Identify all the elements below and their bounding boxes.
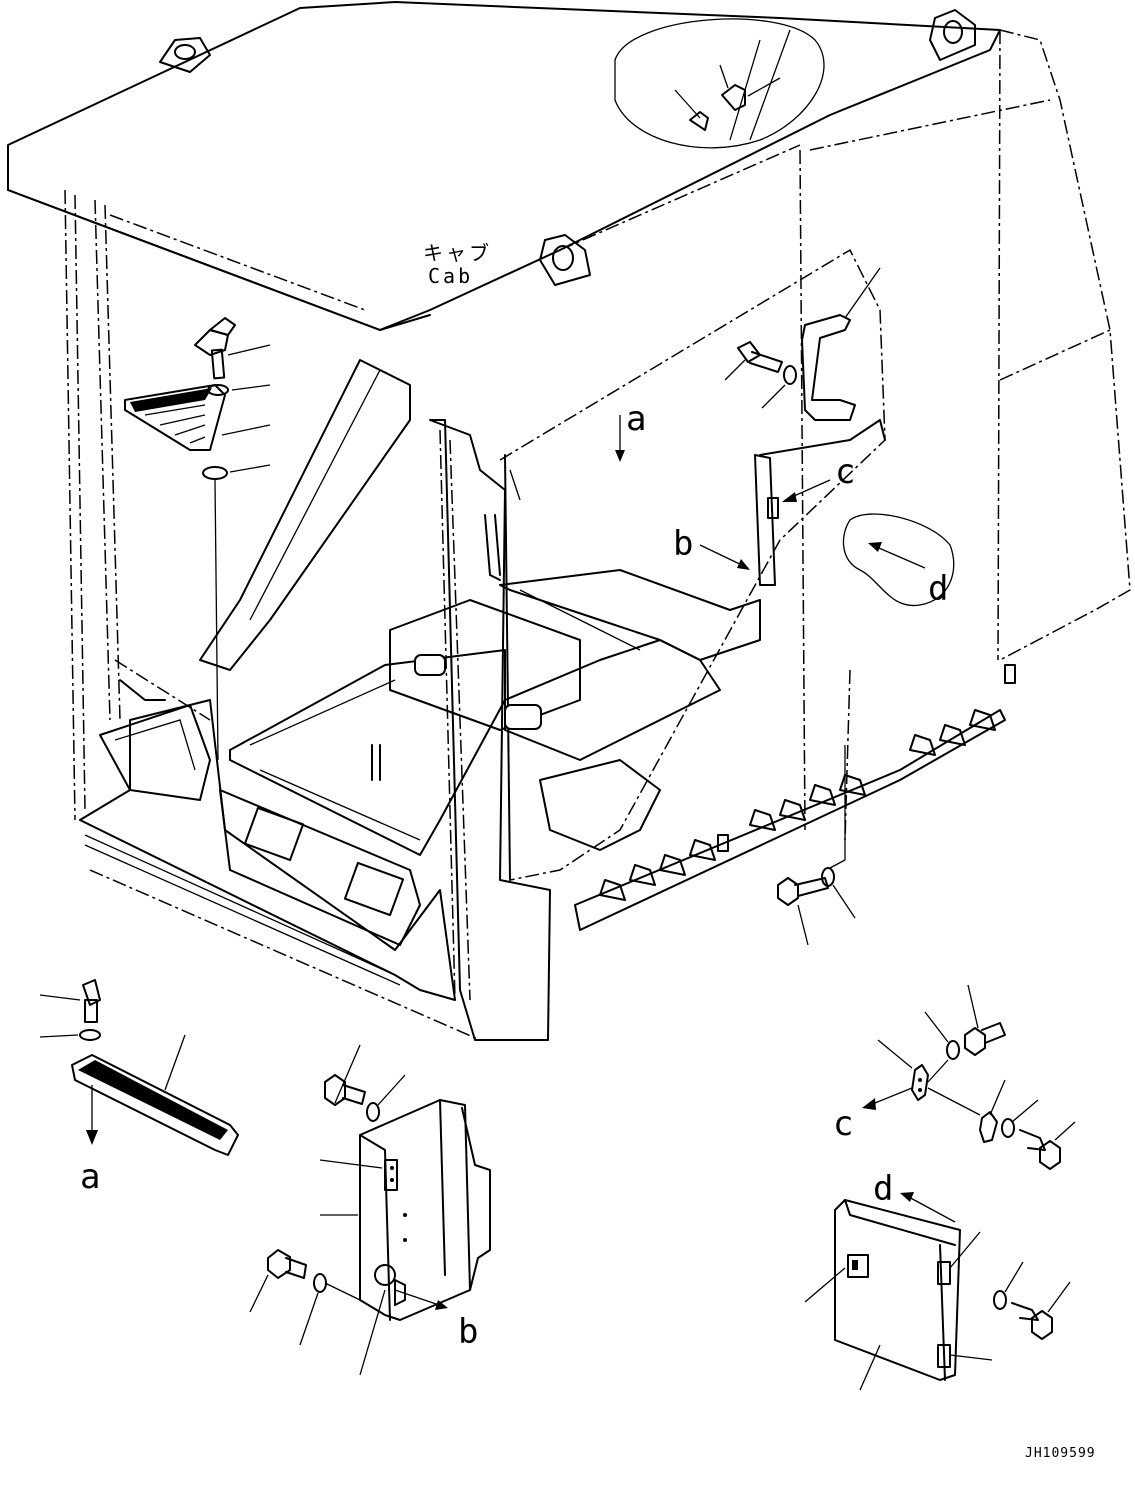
foot-step-assembly (124, 317, 271, 761)
drawing-code: JH109599 (1025, 1446, 1096, 1461)
roof-clip-detail (614, 18, 825, 149)
callout-b-target: b (673, 524, 693, 564)
cab-outline (7, 1, 1131, 1041)
floor-bolt (777, 867, 856, 946)
handrail (724, 267, 881, 421)
part-c-brackets (862, 984, 1076, 1170)
cab-label-english: Cab (428, 264, 473, 288)
callout-a-target: a (626, 399, 646, 439)
floor-bolt-brackets (574, 664, 1016, 931)
callout-b-part: b (458, 1312, 478, 1352)
callout-c-part: c (833, 1104, 853, 1144)
callout-d-target: d (928, 569, 948, 609)
lifting-eye (539, 9, 976, 286)
cab-label-japanese: キャブ (423, 241, 492, 265)
callout-c-target: c (835, 452, 855, 492)
callout-a-part: a (80, 1157, 100, 1197)
callout-d-part: d (873, 1169, 893, 1209)
part-d-cover (804, 1192, 1071, 1391)
callout-d-region (842, 513, 955, 607)
part-a-cover (39, 979, 239, 1156)
part-b-panel (249, 1044, 491, 1376)
